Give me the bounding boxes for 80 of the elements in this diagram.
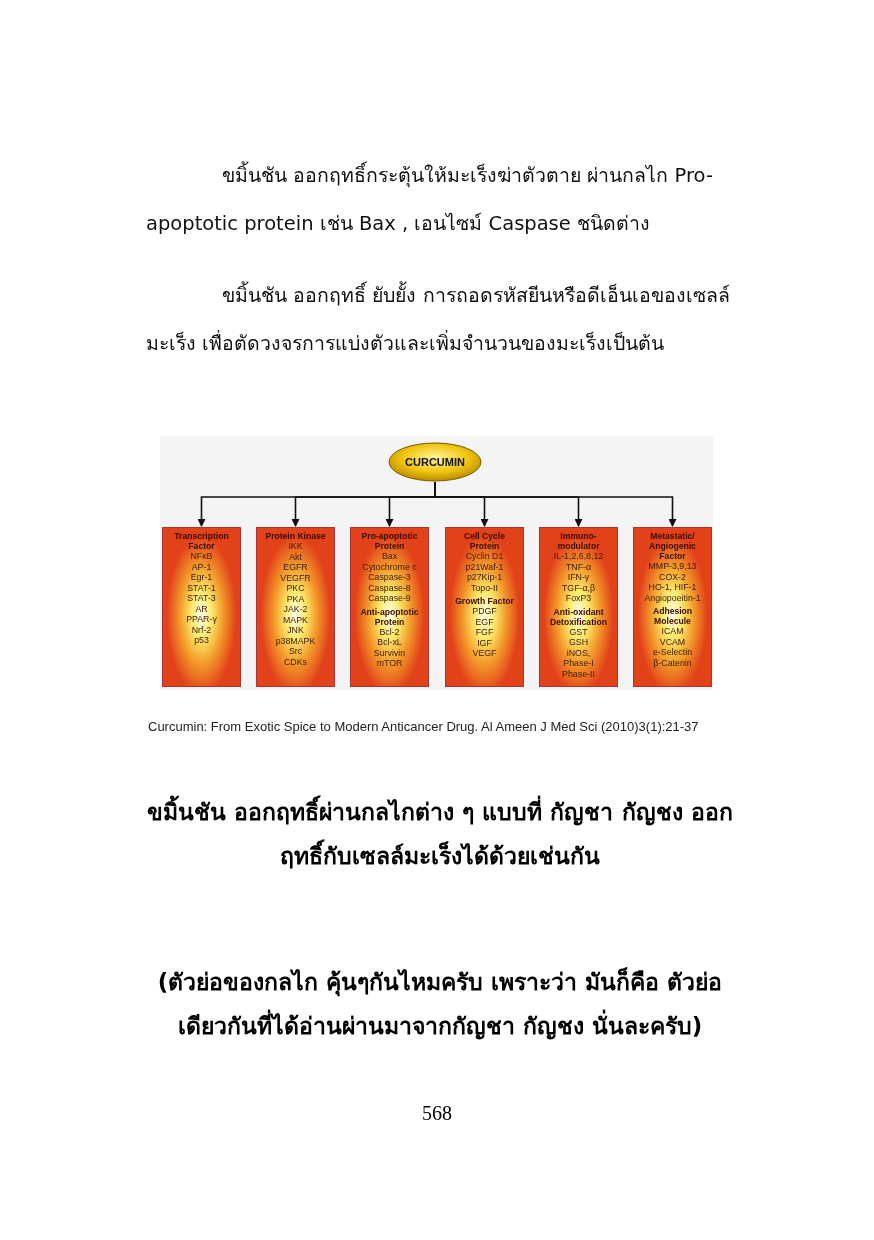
caption: Curcumin: From Exotic Spice to Modern Anticancer Drug. Al Ameen J Med Sci (2010)3(1):21-37 xyxy=(148,718,700,736)
target-name: MMP-3,9,13 xyxy=(647,561,698,572)
arrow xyxy=(434,481,677,527)
target-name: PKA xyxy=(285,593,306,604)
target-name: Caspase-8 xyxy=(367,582,412,593)
category-box xyxy=(539,527,618,687)
target-name: Akt xyxy=(288,551,303,562)
target-name: GSH xyxy=(567,637,590,648)
target-name: COX-2 xyxy=(658,571,687,582)
target-name: TGF-α,β xyxy=(560,582,597,593)
target-name: IL-1,2,6,8,12 xyxy=(552,551,605,562)
category-heading: Transcription Factor xyxy=(173,531,230,551)
target-name: p38MAPK xyxy=(274,635,317,646)
target-name: FGF xyxy=(474,627,495,638)
target-name: iNOS, xyxy=(565,647,592,658)
category-heading: Metastatic/ Angiogenic Factor xyxy=(648,531,697,561)
target-name: e-Selectin xyxy=(651,647,694,658)
category-box xyxy=(256,527,335,687)
target-name: ICAM xyxy=(660,626,685,637)
target-name: VEGF xyxy=(471,648,498,659)
target-name: AP-1 xyxy=(190,561,213,572)
category-heading: Immuno-modulator xyxy=(556,531,601,551)
target-name: JAK-2 xyxy=(282,604,309,615)
target-name: PKC xyxy=(285,583,306,594)
target-name: Topo-II xyxy=(470,582,499,593)
target-name: CDKs xyxy=(283,656,308,667)
target-name: Egr-1 xyxy=(189,572,214,583)
page-number: 568 xyxy=(421,1102,453,1125)
target-name: FoxP3 xyxy=(564,593,593,604)
target-name: Nrf-2 xyxy=(190,624,213,635)
target-name: Cyclin D1 xyxy=(464,551,505,562)
target-name: Caspase-3 xyxy=(367,572,412,583)
target-name: Bax xyxy=(380,551,399,562)
target-name: MAPK xyxy=(282,614,309,625)
bold-note: (ตัวย่อของกลไก คุ้นๆกันไหมครับ เพราะว่า มันก็คือ ตัวย่อเดียวกันที่ได้อ่านผ่านมาจากกัญชา กัญชง นั่นละครับ) xyxy=(156,966,724,1042)
paragraph: ขมิ้นชัน ออกฤทธิ์ ยับยั้ง การถอดรหัสยีนหรือดีเอ็นเอของเซลล์มะเร็ง เพื่อตัดวงจรการแบ่งตัวและเพิ่มจำนวนของมะเร็งเป็นต้น xyxy=(146,272,736,368)
target-name: PPAR-γ xyxy=(185,614,218,625)
target-name: HO-1, HIF-1 xyxy=(647,582,698,593)
target-name: NFκB xyxy=(189,551,214,562)
target-name: JNK xyxy=(286,625,305,636)
target-name: Survivin xyxy=(372,647,407,658)
target-name: Bcl-xL xyxy=(376,637,403,648)
target-name: IKK xyxy=(287,541,304,552)
target-name: Caspase-9 xyxy=(367,593,412,604)
category-heading: Growth Factor xyxy=(454,596,515,606)
target-name: VEGFR xyxy=(279,572,312,583)
target-name: IFN-γ xyxy=(566,572,591,583)
target-name: EGF xyxy=(474,616,495,627)
target-name: AR xyxy=(194,603,209,614)
category-heading: Protein Kinase xyxy=(264,531,327,541)
target-name: Angiopoeitin-1 xyxy=(643,592,702,603)
target-name: mTOR xyxy=(375,658,404,669)
target-name: β-Catenin xyxy=(652,657,693,668)
target-name: p21Waf-1 xyxy=(464,561,505,572)
target-name: STAT-3 xyxy=(186,593,217,604)
paragraph: ขมิ้นชัน ออกฤทธิ์กระตุ้นให้มะเร็งฆ่าตัวตาย ผ่านกลไก Pro-apoptotic protein เช่น Bax , เอนไซม์ Caspase ชนิดต่าง xyxy=(146,152,736,248)
category-box xyxy=(162,527,241,687)
category-heading: Cell Cycle Protein xyxy=(462,531,507,551)
category-heading: Pro-apoptotic Protein xyxy=(360,531,419,551)
target-name: VCAM xyxy=(658,636,687,647)
target-name: Src xyxy=(287,646,304,657)
target-name: EGFR xyxy=(282,562,309,573)
target-name: IGF xyxy=(476,637,493,648)
target-name: Cytochrome c xyxy=(361,561,418,572)
target-name: Phase-I xyxy=(562,658,595,669)
node-label: CURCUMIN xyxy=(405,456,465,468)
category-box xyxy=(350,527,429,687)
target-name: Phase-II xyxy=(561,668,596,679)
target-name: Bcl-2 xyxy=(378,626,401,637)
category-box xyxy=(445,527,524,687)
target-name: p27Kip-1 xyxy=(465,572,504,583)
target-name: PDGF xyxy=(471,606,498,617)
target-name: p53 xyxy=(193,635,210,646)
target-name: GST xyxy=(568,626,589,637)
target-name: TNF-α xyxy=(564,561,593,572)
category-heading: Adhesion Molecule xyxy=(651,606,694,626)
target-name: STAT-1 xyxy=(186,582,217,593)
category-box xyxy=(633,527,712,687)
oval-node xyxy=(388,442,482,482)
bold-note: ขมิ้นชัน ออกฤทธิ์ผ่านกลไกต่าง ๆ แบบที่ กัญชา กัญชง ออกฤทธิ์กับเซลล์มะเร็งได้ด้วยเช่นกัน xyxy=(140,790,740,878)
